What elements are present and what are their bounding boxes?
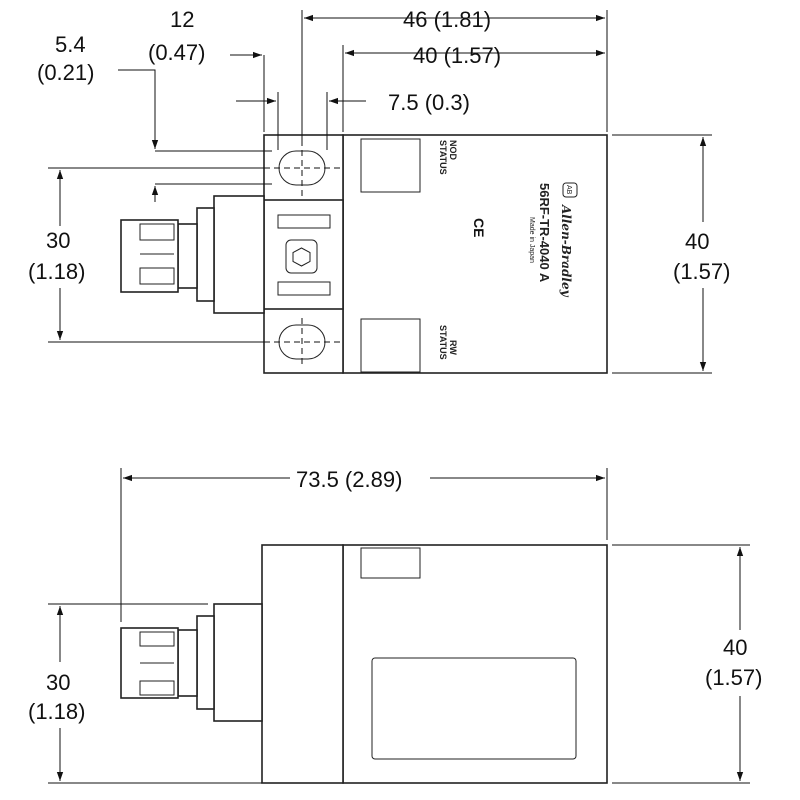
dim-40-width-label: 40 (1.57) — [413, 43, 501, 68]
dim-40-top-in: (1.57) — [673, 259, 730, 284]
dim-12-mm: 12 — [170, 7, 194, 32]
dim-30-top-in: (1.18) — [28, 259, 85, 284]
side-view: 73.5 (2.89) 30 (1.18) 40 (1.57) — [28, 467, 762, 784]
brand-logo-text: AB — [565, 185, 572, 195]
sensor-body — [342, 134, 608, 374]
side-connector-nut — [196, 615, 215, 710]
dim-40-side-mm: 40 — [723, 635, 747, 660]
rw-status-window — [360, 318, 421, 373]
dim-5-4-in: (0.21) — [37, 60, 94, 85]
rw-status-label-1: RW — [448, 340, 458, 355]
side-sensor-body — [342, 544, 608, 784]
side-connector-collar — [177, 629, 198, 697]
side-connector-flange — [213, 603, 263, 722]
dim-73-5-label: 73.5 (2.89) — [296, 467, 402, 492]
connector-block — [263, 199, 344, 310]
connector-nut — [196, 207, 215, 302]
side-status-window — [360, 547, 421, 579]
connector-flange — [213, 195, 265, 314]
connector-plug-rib-2 — [139, 267, 175, 285]
side-bracket — [261, 544, 344, 784]
dim-46-label: 46 (1.81) — [403, 7, 491, 32]
brand-logo-icon — [562, 182, 578, 198]
nod-status-label-1: NOD — [448, 140, 458, 161]
connector-plug — [120, 219, 179, 293]
model-number: 56RF-TR-4040 A — [537, 183, 552, 283]
nod-status-label-2: STATUS — [438, 140, 448, 175]
connector-slot-bottom — [277, 281, 331, 296]
dim-7-5-label: 7.5 (0.3) — [388, 90, 470, 115]
hex-socket-outer — [285, 239, 318, 274]
dim-30-top-mm: 30 — [46, 228, 70, 253]
connector-plug-rib-1 — [139, 223, 175, 241]
dim-40-side-in: (1.57) — [705, 665, 762, 690]
dim-12-in: (0.47) — [148, 40, 205, 65]
dim-5-4-mm: 5.4 — [55, 32, 86, 57]
made-in-label: Made in Japan — [528, 217, 535, 263]
connector-collar — [177, 223, 198, 289]
connector-slot-top — [277, 214, 331, 229]
hex-socket-icon — [292, 247, 311, 267]
rw-status-label-2: STATUS — [438, 325, 448, 360]
ce-mark: CE — [471, 218, 487, 237]
side-label-window — [371, 657, 577, 760]
nod-status-window — [360, 138, 421, 193]
dim-30-side-mm: 30 — [46, 670, 70, 695]
dim-40-top-mm: 40 — [685, 229, 709, 254]
brand-name: Allen-Bradley — [559, 204, 573, 298]
top-view: NOD STATUS RW STATUS CE AB Allen-Bradley… — [28, 7, 730, 374]
dim-30-side-in: (1.18) — [28, 699, 85, 724]
